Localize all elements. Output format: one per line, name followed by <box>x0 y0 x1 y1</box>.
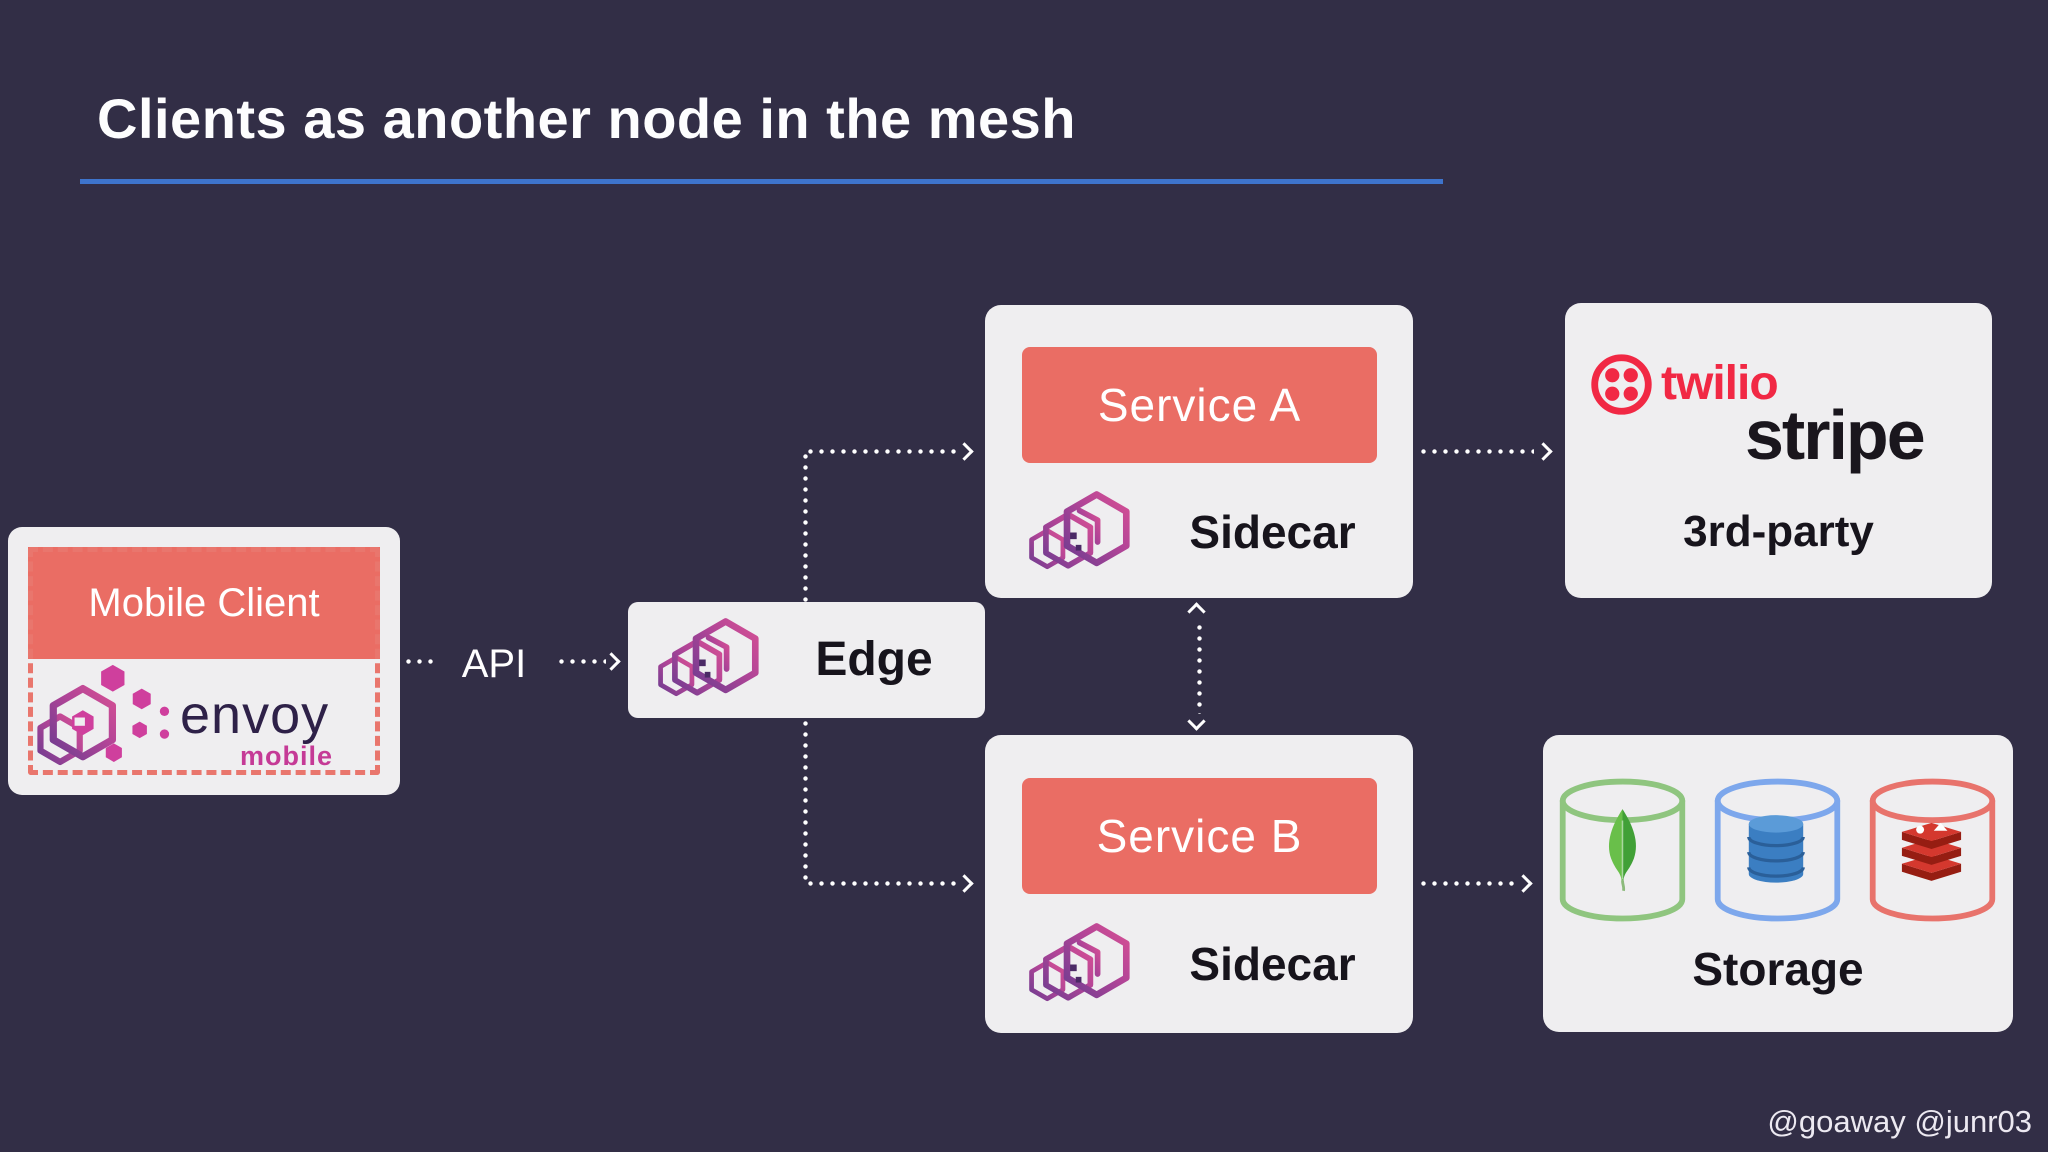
arrowhead-down-service-b <box>1187 712 1206 731</box>
third-party-label: 3rd-party <box>1683 507 1874 556</box>
edge-to-service-b-vertical <box>803 718 808 883</box>
mobile-client-node: Mobile Client envoy mobile <box>8 527 400 795</box>
service-a-node: Service A Sidecar <box>985 305 1413 598</box>
envoy-logo-icon <box>1013 485 1148 580</box>
service-b-header: Service B <box>1022 778 1377 894</box>
service-a-label: Service A <box>1097 379 1302 431</box>
twilio-wordmark: twilio <box>1661 357 1779 410</box>
envoy-wordmark: envoy <box>180 685 330 745</box>
api-edge-dotted-line <box>556 659 606 664</box>
service-a-sidecar-label: Sidecar <box>1189 506 1356 558</box>
arrowhead-into-service-a <box>955 442 974 461</box>
service-b-to-storage-line <box>1418 881 1514 886</box>
dynamodb-icon <box>1741 813 1811 887</box>
arrowhead-into-edge <box>602 652 621 671</box>
mongodb-leaf-icon <box>1594 805 1651 893</box>
envoy-logo-icon <box>1013 917 1148 1012</box>
mobile-client-header: Mobile Client <box>28 547 380 659</box>
api-label: API <box>461 641 527 686</box>
service-a-header: Service A <box>1022 347 1377 463</box>
edge-to-service-a-horizontal <box>805 449 957 454</box>
arrowhead-into-storage <box>1514 874 1533 893</box>
stripe-wordmark: stripe <box>1745 396 1926 474</box>
storage-node: Storage <box>1543 735 2013 1032</box>
storage-label: Storage <box>1692 943 1864 995</box>
attribution-handles: @goaway @junr03 <box>1767 1104 2032 1139</box>
title-underline <box>80 179 1443 184</box>
edge-label: Edge <box>815 633 933 686</box>
service-a-to-third-party-line <box>1418 449 1534 454</box>
arrowhead-into-third-party <box>1534 442 1553 461</box>
third-party-node: twilio stripe 3rd-party <box>1565 303 1992 598</box>
edge-mobile-dotted-line <box>403 659 433 664</box>
edge-to-service-a-vertical <box>803 451 808 602</box>
envoy-mobile-wordmark: mobile <box>240 741 334 771</box>
edge-node: Edge <box>628 602 985 718</box>
slide-title: Clients as another node in the mesh <box>97 87 1077 150</box>
arrowhead-up-service-a <box>1187 602 1206 621</box>
service-b-node: Service B Sidecar <box>985 735 1413 1033</box>
service-b-sidecar-label: Sidecar <box>1189 938 1356 990</box>
service-b-label: Service B <box>1096 810 1303 862</box>
envoy-logo-icon <box>642 612 777 707</box>
twilio-logo-icon <box>1590 353 1653 416</box>
envoy-mobile-logo-icon <box>26 652 181 782</box>
mobile-client-label: Mobile Client <box>88 580 320 625</box>
edge-to-service-b-horizontal <box>805 881 957 886</box>
service-a-b-dotted-line <box>1197 622 1202 714</box>
redis-icon <box>1894 816 1969 882</box>
arrowhead-into-service-b <box>955 874 974 893</box>
